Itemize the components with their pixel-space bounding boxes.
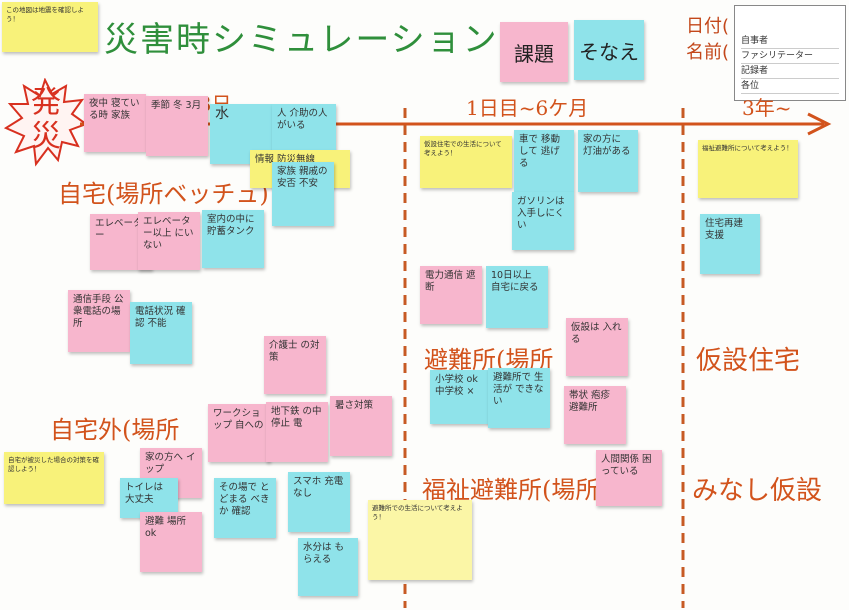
name-label: 名前( <box>686 42 730 63</box>
sticky-note: エレベーター以上 にいない <box>138 212 200 270</box>
disaster-burst-icon <box>4 78 86 167</box>
date-label: 日付( <box>686 16 730 37</box>
sticky-note: 電力通信 遮断 <box>420 266 482 324</box>
sticky-note: 夜中 寝ている時 家族 <box>84 94 146 152</box>
section-welfare: 福祉避難所(場所 <box>422 476 600 504</box>
sticky-note: 室内の中に 貯蓄タンク <box>202 210 264 268</box>
sticky-note: 小学校 ok 中学校 × <box>430 370 490 424</box>
sticky-note: 介護士 の対策 <box>264 336 326 394</box>
sticky-note: 避難 場所 ok <box>140 512 202 572</box>
sticky-note: 季節 冬 3月 <box>146 96 208 156</box>
timeline-label-2: 1日目~6ケ月 <box>466 96 589 120</box>
prompt-card: 福祉避難所について考えよう！ <box>698 140 798 198</box>
role-row: 各位 <box>741 79 839 94</box>
issue-label-card: 課題 <box>500 22 568 82</box>
sticky-note: 人間関係 困っている <box>596 450 662 506</box>
section-deemed: みなし仮設 <box>692 476 823 506</box>
sticky-note: 住宅再建 支援 <box>700 214 760 274</box>
sticky-note: 通信手段 公衆電話の場所 <box>68 290 130 352</box>
sticky-note: 暑さ対策 <box>330 396 392 456</box>
section-outside: 自宅外(場所 <box>50 416 180 444</box>
sticky-note: 帯状 疱疹 避難所 <box>564 386 626 444</box>
sticky-note: 電話状況 確認 不能 <box>130 302 192 364</box>
role-info-card: 自事者 ファシリテーター 記録者 各位 <box>734 5 846 101</box>
sticky-note: 水 <box>210 104 272 164</box>
sticky-note: ワークショップ 自への <box>208 404 270 462</box>
prompt-card: 仮設住宅での生活について考えよう！ <box>420 136 512 188</box>
sticky-note: 家の方に 灯油がある <box>578 130 638 192</box>
prompt-card: 避難所での生活について考えよう！ <box>368 500 472 580</box>
burst-label: 発災 <box>31 85 61 154</box>
section-home: 自宅(場所ベッチュ) <box>58 180 269 208</box>
sticky-note: 仮設は 入れる <box>566 318 628 376</box>
role-row: ファシリテーター <box>741 49 839 64</box>
prompt-card-top: この地図は地震を確認しよう！ <box>2 2 98 52</box>
sticky-note: 10日以上 自宅に戻る <box>486 266 548 328</box>
prompt-card: 自宅が被災した場合の対策を確認しよう！ <box>4 452 104 504</box>
sticky-note: スマホ 充電 なし <box>288 472 350 532</box>
divider-2 <box>681 108 685 608</box>
sticky-note: 家族 親戚の安否 不安 <box>272 162 334 226</box>
sticky-note: 水分は もらえる <box>298 538 358 596</box>
timeline-label-3: 3年~ <box>742 96 792 120</box>
section-temp-house: 仮設住宅 <box>696 346 801 376</box>
sticky-note: 車で 移動して 逃げる <box>514 130 574 192</box>
sticky-note: トイレは 大丈夫 <box>120 478 178 518</box>
sticky-note: その場で とどまる べきか 確認 <box>214 478 276 538</box>
sticky-note: 地下鉄 の中 停止 電 <box>266 402 328 462</box>
sticky-note: 避難所で 生活が できない <box>488 368 550 428</box>
role-row: 記録者 <box>741 64 839 79</box>
prep-label-card: そなえ <box>574 20 644 80</box>
page-title: 災害時シミュレーション <box>104 20 499 60</box>
sticky-note: ガソリンは 入手しにくい <box>512 192 574 250</box>
role-row: 自事者 <box>741 34 839 49</box>
